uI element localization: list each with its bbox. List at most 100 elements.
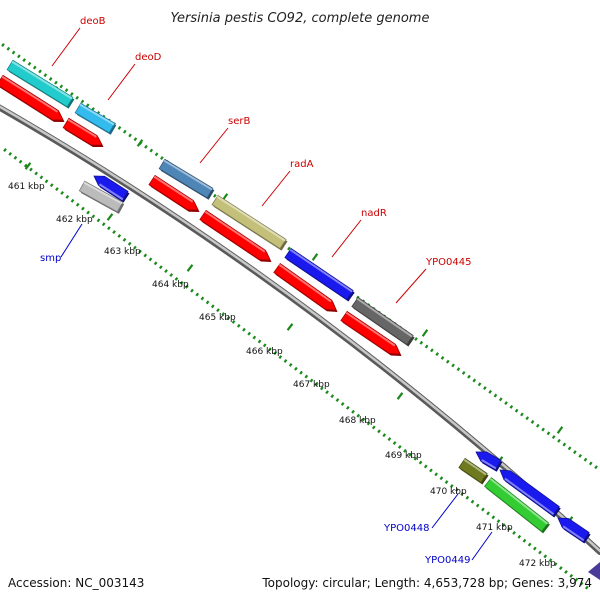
track-dot <box>346 405 350 410</box>
track-dot <box>273 351 277 356</box>
track-dot <box>525 416 530 421</box>
track-dot <box>564 570 568 574</box>
gene-deoB[interactable] <box>6 59 75 109</box>
track-dot <box>38 69 42 74</box>
gene-nadR[interactable] <box>284 247 355 302</box>
accession-text: Accession: NC_003143 <box>8 576 144 590</box>
gene-label-YPO0449[interactable]: YPO0449 <box>424 555 470 566</box>
track-dot <box>268 347 272 352</box>
track-dot <box>144 144 148 149</box>
track-dot <box>54 80 58 85</box>
label-leader-line <box>431 493 459 529</box>
track-dot <box>470 499 475 504</box>
track-dot <box>414 337 418 341</box>
cog-arrow-radA[interactable] <box>199 209 272 262</box>
cog-arrow-deoB[interactable] <box>0 74 65 122</box>
track-dot <box>451 363 455 368</box>
track-dot <box>514 408 519 413</box>
track-dot <box>335 398 340 402</box>
track-dot <box>212 193 217 198</box>
track-dot <box>287 246 291 251</box>
track-dot <box>55 187 59 192</box>
track-dot <box>85 103 90 108</box>
gene-label-smp[interactable]: smp <box>40 253 61 264</box>
track-dot <box>325 390 329 395</box>
gene-YPO0445[interactable] <box>351 296 415 347</box>
label-leader-line <box>471 531 493 561</box>
track-dot <box>288 362 293 367</box>
track-dot <box>210 304 215 309</box>
cog-arrow-serB[interactable] <box>148 174 200 212</box>
track-dot <box>509 404 514 409</box>
track-dot <box>477 382 482 387</box>
cog-arrow-2[interactable] <box>499 469 561 518</box>
cog-arrow-1[interactable] <box>475 451 503 472</box>
label-leader-line <box>60 223 83 258</box>
gene-label-serB[interactable]: serB <box>228 116 250 127</box>
track-dot <box>8 151 13 156</box>
track-tick <box>286 323 294 331</box>
track-dot <box>60 191 64 195</box>
gene-YPO0449[interactable] <box>484 477 550 534</box>
track-dot <box>562 442 567 447</box>
track-dot <box>174 276 179 281</box>
gene-serB[interactable] <box>158 158 215 200</box>
track-dot <box>236 323 241 328</box>
gene-radA[interactable] <box>211 194 288 251</box>
track-dot <box>413 456 418 461</box>
track-dot <box>75 95 79 100</box>
gene-label-deoB[interactable]: deoB <box>80 16 106 27</box>
track-dot <box>517 534 522 539</box>
track-dot <box>22 58 27 63</box>
track-dot <box>34 171 39 176</box>
track-dot <box>49 183 54 188</box>
cog-arrow-nadR[interactable] <box>273 262 338 312</box>
track-dot <box>377 429 381 434</box>
track-dot <box>501 523 506 528</box>
label-leader-line <box>199 127 229 164</box>
gene-label-nadR[interactable]: nadR <box>361 208 387 219</box>
gene-label-YPO0448[interactable]: YPO0448 <box>383 523 429 534</box>
track-dot <box>128 133 132 138</box>
track-dot <box>96 218 101 223</box>
track-tick <box>186 264 194 272</box>
cog-arrow-YPO0445[interactable] <box>340 310 402 356</box>
gene-label-radA[interactable]: radA <box>290 159 314 170</box>
gene-YPO0448[interactable] <box>458 457 489 485</box>
feature-partial[interactable] <box>588 562 600 580</box>
track-dot <box>430 348 434 353</box>
track-dot <box>158 265 163 270</box>
track-dot <box>491 515 496 520</box>
track-dot <box>444 480 449 485</box>
track-dot <box>440 355 445 360</box>
track-dot <box>18 159 23 164</box>
gene-smp[interactable] <box>78 180 125 214</box>
cog-arrow-smp[interactable] <box>93 175 130 203</box>
track-dot <box>81 206 85 211</box>
tick-label: 467 kbp <box>293 380 330 390</box>
label-leader-line <box>51 27 81 67</box>
track-dot <box>522 538 527 543</box>
gene-label-deoD[interactable]: deoD <box>135 52 162 63</box>
track-dot <box>65 194 70 199</box>
track-dot <box>320 386 324 391</box>
track-dot <box>184 284 189 289</box>
cog-arrow-deoD[interactable] <box>62 117 104 147</box>
track-dot <box>127 241 132 246</box>
track-dot <box>439 476 444 481</box>
track-dot <box>122 129 127 134</box>
track-dot <box>371 425 376 430</box>
label-leader-line <box>331 219 362 258</box>
track-dot <box>1 43 5 47</box>
gene-label-YPO0445[interactable]: YPO0445 <box>425 257 471 268</box>
track-dot <box>257 339 262 344</box>
cog-arrow-3[interactable] <box>557 517 591 544</box>
track-dot <box>133 245 137 250</box>
track-dot <box>304 374 309 379</box>
track-dot <box>164 269 168 274</box>
track-dot <box>541 427 545 432</box>
track-dot <box>361 417 366 422</box>
gene-deoD[interactable] <box>74 102 117 135</box>
track-dot <box>408 452 413 457</box>
track-dot <box>366 421 371 426</box>
